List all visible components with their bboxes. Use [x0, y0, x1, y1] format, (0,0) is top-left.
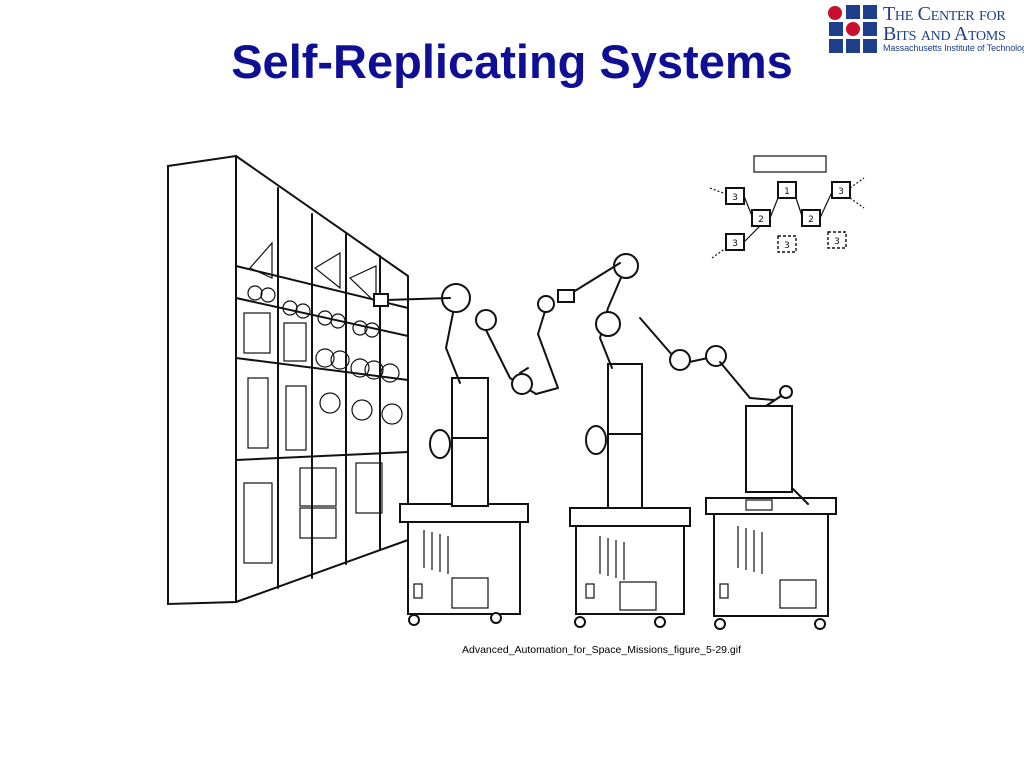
logo-square-1: [846, 5, 860, 19]
logo-dot-1: [828, 6, 842, 20]
logo-line-2: Bits and Atoms: [883, 23, 1006, 45]
logo-line-1: The Center for: [883, 3, 1006, 25]
diagram-box-3-right: [831, 181, 851, 199]
robot-factory-illustration: 3 2 1 2 3 3 3 3: [167, 154, 865, 630]
diagram-box-1: [777, 181, 797, 199]
diagram-label: 1: [784, 187, 790, 197]
logo-squares-icon: [828, 5, 877, 53]
diagram-label: 2: [808, 215, 814, 225]
assembly-diagram: 3 2 1 2 3 3 3 3: [709, 155, 865, 259]
diagram-label: 3: [732, 239, 738, 249]
cba-logo: The Center for Bits and Atoms Massachuse…: [826, 2, 1024, 54]
diagram-box-3-dash-2: [827, 231, 847, 249]
robot-3-station: [705, 385, 837, 630]
logo-square-4: [863, 22, 877, 36]
figure-caption: Advanced_Automation_for_Space_Missions_f…: [462, 644, 742, 656]
robot-1: [373, 283, 559, 626]
diagram-box-3-dash-1: [777, 235, 797, 253]
diagram-label: 3: [732, 193, 738, 203]
diagram-label: 3: [784, 241, 790, 251]
diagram-label: 2: [758, 215, 764, 225]
logo-square-2: [863, 5, 877, 19]
shelving-unit: [167, 154, 409, 606]
logo-square-3: [829, 22, 843, 36]
slide-title: Self-Replicating Systems: [231, 35, 793, 88]
robot-2: [557, 253, 775, 628]
logo-square-5: [829, 39, 843, 53]
diagram-label: 3: [834, 237, 840, 247]
diagram-label: 3: [838, 187, 844, 197]
logo-line-3: Massachusetts Institute of Technology: [883, 43, 1024, 53]
logo-square-7: [863, 39, 877, 53]
logo-dot-2: [846, 22, 860, 36]
logo-square-6: [846, 39, 860, 53]
